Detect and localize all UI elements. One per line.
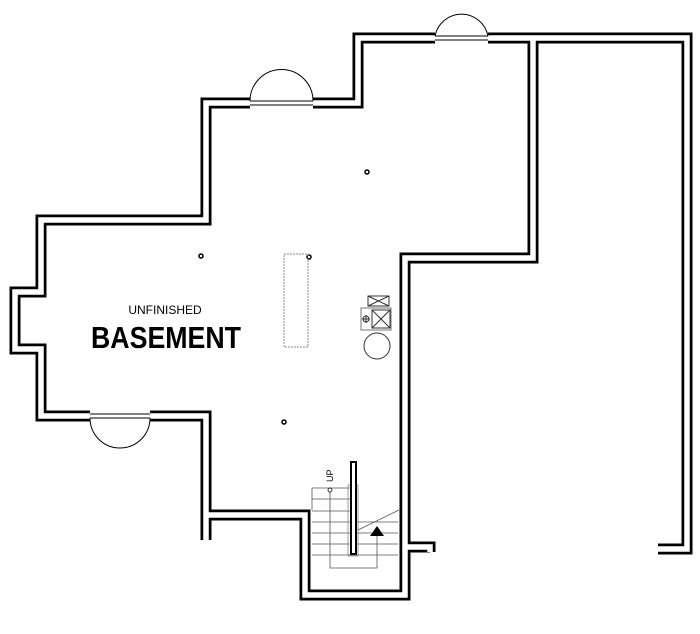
walls [9,32,693,601]
post [364,169,370,175]
stair-direction-arrow-icon [370,526,384,536]
sump-tank-icon [363,332,391,360]
room-subtitle: UNFINISHED [128,303,202,317]
post [281,419,287,425]
beam-outline [283,253,309,348]
room-title: BASEMENT [91,320,241,355]
door-top-left [249,69,314,106]
furnace-icon [360,307,392,331]
handrail [350,461,357,555]
stairs-up-label: UP [325,469,335,482]
door-bottom-left [89,413,151,449]
water-heater-icon [367,295,390,307]
doors [89,13,489,449]
staircase: UP [311,461,400,569]
door-top-right [434,13,489,41]
post [198,253,204,259]
mechanical-equipment [360,295,392,360]
